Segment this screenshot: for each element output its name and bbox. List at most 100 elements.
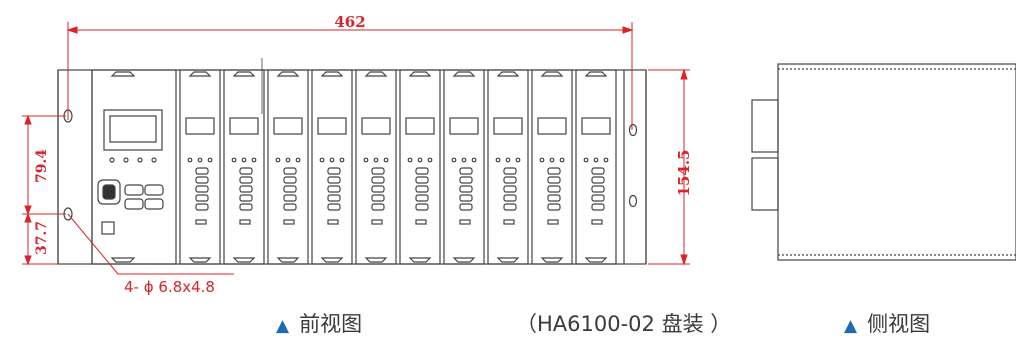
module-key	[195, 167, 209, 175]
module-led	[319, 157, 325, 163]
width-dim-arrows	[66, 26, 634, 34]
module-key	[459, 185, 473, 193]
module-key	[503, 203, 517, 211]
key-button	[124, 198, 144, 210]
detector-module	[355, 69, 397, 265]
detector-module	[531, 69, 573, 265]
module-frame	[223, 69, 265, 265]
module-bottom-latch	[232, 257, 256, 263]
module-bottom-latch	[496, 257, 520, 263]
module-bottom-latch	[408, 257, 432, 263]
module-key	[371, 167, 385, 175]
module-led	[427, 157, 433, 163]
module-key	[239, 203, 253, 211]
module-key	[195, 185, 209, 193]
module-key	[327, 176, 341, 184]
module-display	[405, 117, 435, 135]
status-square	[101, 221, 115, 235]
detector-module	[179, 69, 221, 265]
module-key	[547, 176, 561, 184]
module-key	[591, 185, 605, 193]
detector-module	[575, 69, 617, 265]
module-key	[283, 176, 297, 184]
module-display	[493, 117, 523, 135]
module-display	[537, 117, 567, 135]
key-button	[144, 184, 164, 196]
module-key	[503, 176, 517, 184]
module-led	[515, 157, 521, 163]
module-key	[459, 167, 473, 175]
key-button	[144, 198, 164, 210]
module-frame	[399, 69, 441, 265]
front-view	[57, 58, 647, 265]
top-latch	[110, 71, 136, 77]
module-bottom-latch	[364, 257, 388, 263]
module-top-latch	[276, 71, 300, 77]
rack-drawing: 462 154.5 79.4 37.7 4- ϕ 6.8x4.8	[22, 13, 1016, 296]
module-led	[461, 157, 467, 163]
module-display	[317, 117, 347, 135]
side-body	[777, 63, 1016, 261]
module-bottom-latch	[276, 257, 300, 263]
module-display	[581, 117, 611, 135]
module-slot	[371, 219, 383, 225]
detector-module	[311, 69, 353, 265]
module-led	[407, 157, 413, 163]
module-led	[329, 157, 335, 163]
module-key	[327, 185, 341, 193]
module-top-latch	[364, 71, 388, 77]
triangle-icon: ▲	[276, 316, 290, 336]
module-key	[547, 203, 561, 211]
module-top-latch	[320, 71, 344, 77]
module-frame	[443, 69, 485, 265]
side-view-caption: ▲侧视图	[844, 308, 930, 338]
module-frame	[487, 69, 529, 265]
dimension-lines	[22, 22, 690, 275]
module-key	[283, 185, 297, 193]
module-top-latch	[188, 71, 212, 77]
module-key	[591, 167, 605, 175]
mounting-hole	[628, 123, 638, 137]
module-top-latch	[540, 71, 564, 77]
height-dimension: 154.5	[675, 150, 693, 197]
module-display	[185, 117, 215, 135]
module-led	[373, 157, 379, 163]
height-dim-arrows	[680, 68, 688, 266]
detector-module	[487, 69, 529, 265]
module-key	[459, 194, 473, 202]
module-key	[239, 176, 253, 184]
mounting-hole	[628, 194, 638, 208]
module-slot	[547, 219, 559, 225]
module-key	[591, 176, 605, 184]
module-key	[415, 203, 429, 211]
module-top-latch	[452, 71, 476, 77]
side-view	[751, 63, 1016, 261]
keypad-center	[102, 184, 116, 200]
module-display	[273, 117, 303, 135]
detector-module	[443, 69, 485, 265]
module-frame	[267, 69, 309, 265]
module-led	[505, 157, 511, 163]
module-key	[371, 185, 385, 193]
module-key	[239, 185, 253, 193]
module-key	[283, 203, 297, 211]
module-bottom-latch	[540, 257, 564, 263]
hole-offset-dimension: 37.7	[34, 221, 50, 255]
module-key	[195, 203, 209, 211]
module-key	[547, 194, 561, 202]
module-key	[503, 194, 517, 202]
indicator-led	[109, 157, 115, 163]
module-led	[603, 157, 609, 163]
module-frame	[355, 69, 397, 265]
controller-display	[103, 109, 163, 151]
front-view-label: 前视图	[299, 312, 363, 336]
indicator-led	[137, 157, 143, 163]
module-display	[229, 117, 259, 135]
width-dimension: 462	[334, 13, 365, 31]
module-key	[591, 194, 605, 202]
module-led	[187, 157, 193, 163]
module-key	[327, 194, 341, 202]
module-slot	[415, 219, 427, 225]
module-slot	[503, 219, 515, 225]
module-led	[471, 157, 477, 163]
